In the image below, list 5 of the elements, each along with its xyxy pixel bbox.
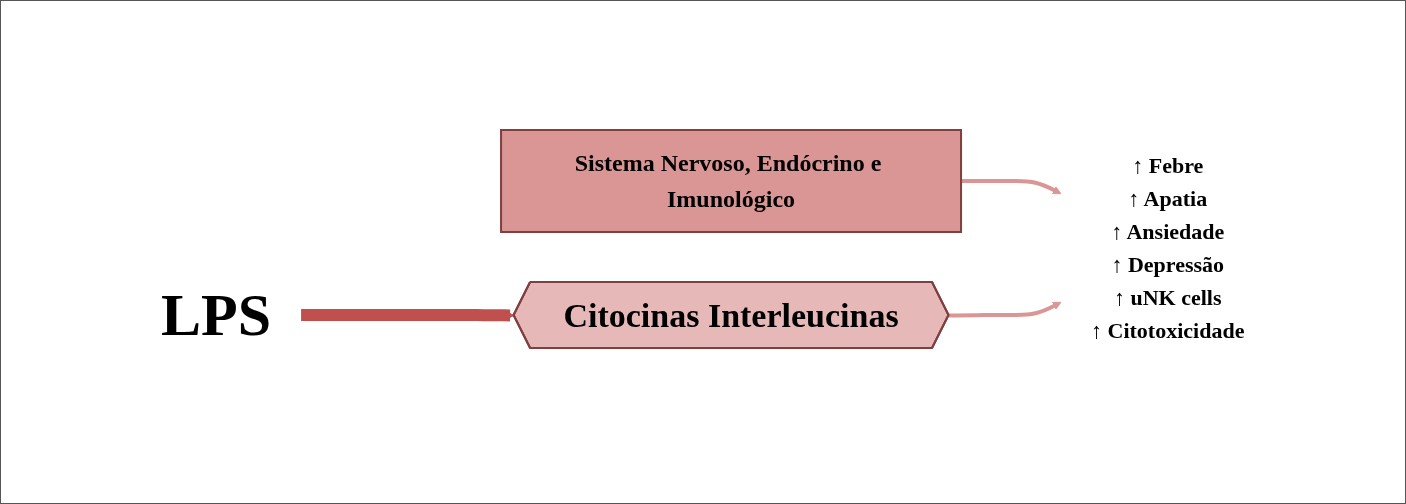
node-text: ↑ Febre ↑ Apatia ↑ Ansiedade ↑ Depressão ↑ uNK cells ↑ Citotoxicidade <box>1091 152 1245 343</box>
arrow <box>949 301 1062 317</box>
arrow <box>961 178 1062 194</box>
node-text: LPS <box>161 281 272 348</box>
node-box: Sistema Nervoso, Endócrino e Imunológico <box>500 128 963 233</box>
